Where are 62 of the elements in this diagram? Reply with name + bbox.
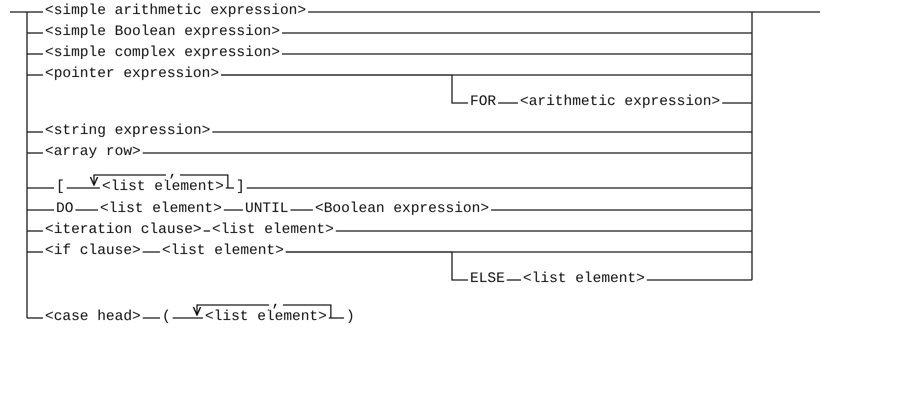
nonterminal-label: <list element> [523, 271, 645, 287]
connector-line [282, 32, 752, 34]
nonterminal-label: <array row> [45, 144, 141, 160]
connector-line [27, 251, 43, 253]
connector-line [27, 230, 43, 232]
nonterminal-label: <list element> [100, 201, 222, 217]
connector-line [27, 152, 43, 154]
connector-line [172, 317, 203, 319]
connector-line [142, 152, 752, 154]
nonterminal-label: <case head> [45, 309, 141, 325]
parenthesis-symbol: ) [346, 309, 355, 325]
nonterminal-label: <Boolean expression> [315, 201, 490, 217]
keyword-label: UNTIL [245, 201, 289, 217]
parenthesis-symbol: ( [162, 309, 171, 325]
connector-line [328, 317, 344, 319]
connector-line [221, 74, 468, 104]
connector-line [498, 102, 518, 104]
connector-line [308, 11, 752, 13]
connector-line [290, 209, 313, 211]
nonterminal-label: <simple arithmetic expression> [45, 3, 306, 19]
connector-line [27, 53, 43, 55]
connector-line [27, 11, 43, 13]
connector-line [506, 279, 521, 281]
connector-line [491, 209, 752, 211]
loop-arrow [90, 174, 228, 188]
keyword-label: FOR [470, 94, 496, 110]
connector-line [27, 317, 43, 319]
connector-line [27, 131, 43, 133]
nonterminal-label: <list element> [205, 309, 327, 325]
keyword-label: DO [56, 201, 74, 217]
nonterminal-label: <arithmetic expression> [520, 94, 720, 110]
bracket-symbol: ] [236, 179, 245, 195]
loop-arrow [192, 304, 332, 318]
connector-line [246, 187, 752, 189]
connector-line [27, 187, 54, 189]
nonterminal-label: <list element> [102, 179, 224, 195]
connector-line [27, 209, 54, 211]
connector-line [226, 187, 234, 189]
nonterminal-label: <simple complex expression> [45, 45, 280, 61]
connector-line [142, 251, 160, 253]
connector-line [142, 317, 160, 319]
connector-line [66, 187, 100, 189]
bracket-symbol: [ [56, 179, 65, 195]
connector-line [646, 279, 752, 281]
connector-line [75, 209, 98, 211]
connector-line [722, 102, 752, 104]
connector-line [286, 251, 468, 281]
nonterminal-label: <string expression> [45, 123, 210, 139]
nonterminal-label: <iteration clause> [45, 222, 202, 238]
nonterminal-label: <pointer expression> [45, 66, 220, 82]
nonterminal-label: <list element> [162, 243, 284, 259]
nonterminal-label: <simple Boolean expression> [45, 24, 280, 40]
connector-line [336, 230, 752, 232]
nonterminal-label: <list element> [212, 222, 334, 238]
connector-line [27, 32, 43, 34]
connector-line [212, 131, 752, 133]
connector-line [282, 53, 752, 55]
connector-line [27, 74, 43, 76]
connector-line [224, 209, 243, 211]
nonterminal-label: <if clause> [45, 243, 141, 259]
keyword-label: ELSE [470, 271, 505, 287]
connector-line [204, 230, 210, 232]
